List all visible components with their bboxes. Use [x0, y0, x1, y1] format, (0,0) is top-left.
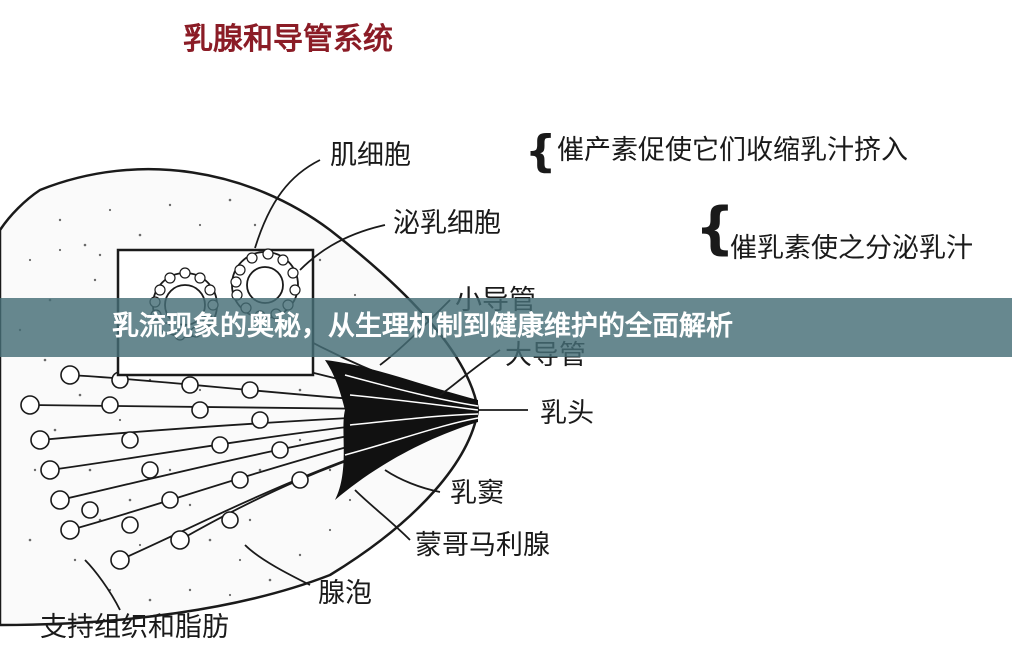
diagram-title: 乳腺和导管系统 [183, 22, 393, 57]
lactiferous-sinus [325, 360, 478, 500]
label-muscle-cell: 肌细胞 [330, 140, 411, 171]
label-alveolus: 腺泡 [318, 578, 372, 609]
alveolus-lobules [20, 365, 309, 570]
label-montgomery-gland: 蒙哥马利腺 [415, 530, 550, 561]
headline-banner: 乳流现象的奥秘，从生理机制到健康维护的全面解析 [0, 298, 1012, 357]
label-support-tissue: 支持组织和脂肪 [40, 612, 229, 643]
note-prolactin: 催乳素使之分泌乳汁 [730, 233, 973, 264]
brace-oxytocin: { [525, 126, 557, 177]
brace-prolactin: { [695, 196, 735, 261]
headline-text: 乳流现象的奥秘，从生理机制到健康维护的全面解析 [112, 311, 733, 342]
label-nipple: 乳头 [540, 398, 594, 429]
note-oxytocin: 催产素促使它们收缩乳汁挤入 [557, 135, 908, 166]
label-secreting-cell: 泌乳细胞 [393, 208, 501, 239]
label-sinus: 乳窦 [450, 478, 504, 509]
sinus-white-ducts [344, 374, 479, 456]
fat-tissue-texture [18, 198, 357, 602]
